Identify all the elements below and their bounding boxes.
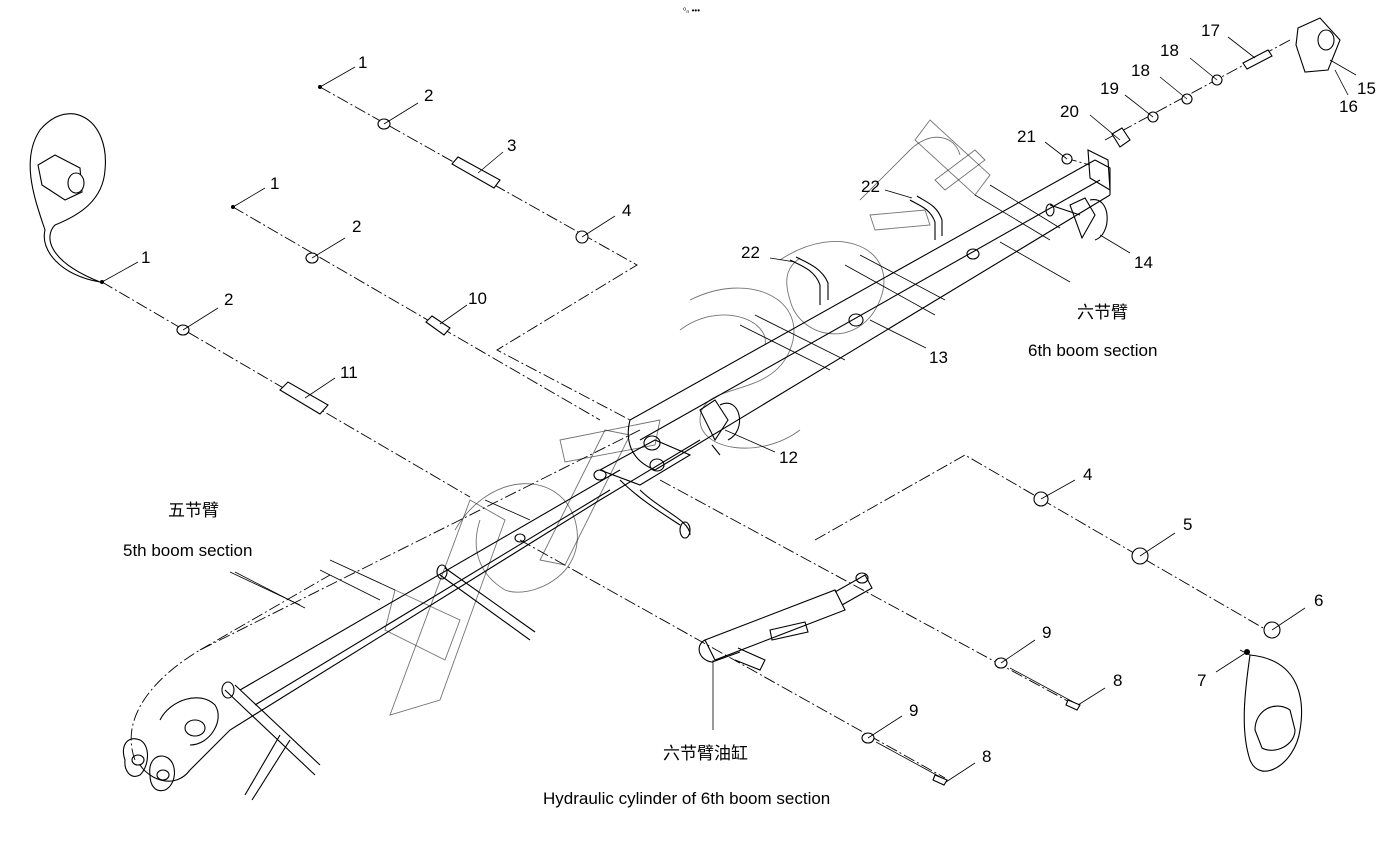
fifth-boom-section — [122, 429, 701, 801]
callout-17: 17 — [1201, 21, 1220, 40]
callout-1: 1 — [141, 248, 150, 267]
sixth-boom-label-cn: 六节臂 — [1077, 303, 1128, 323]
callout-9: 9 — [1042, 623, 1051, 642]
callout-12: 12 — [779, 448, 798, 467]
pin-3 — [451, 156, 501, 189]
callout-19: 19 — [1100, 79, 1119, 98]
callout-2: 2 — [352, 217, 361, 236]
callout-2: 2 — [424, 86, 433, 105]
callout-5: 5 — [1183, 515, 1192, 534]
callout-3: 3 — [507, 136, 516, 155]
pin-11 — [279, 381, 329, 415]
callout-18: 18 — [1131, 61, 1150, 80]
fifth-boom-label-en: 5th boom section — [123, 541, 252, 560]
top-mark: ⁰ₙ ••• — [683, 6, 700, 15]
parts — [29, 17, 1341, 786]
callout-4: 4 — [622, 201, 631, 220]
callout-15: 15 — [1357, 79, 1376, 98]
captions: 五节臂 5th boom section 六节臂 6th boom sectio… — [123, 303, 1157, 808]
callout-4: 4 — [1083, 465, 1092, 484]
cylinder-label-en: Hydraulic cylinder of 6th boom section — [543, 789, 830, 808]
sixth-boom-label-en: 6th boom section — [1028, 341, 1157, 360]
watermark — [384, 119, 991, 716]
callout-22: 22 — [741, 243, 760, 262]
callout-14: 14 — [1134, 253, 1153, 272]
callout-1: 1 — [358, 53, 367, 72]
pin-10 — [425, 315, 451, 336]
callout-6: 6 — [1314, 591, 1323, 610]
callout-11: 11 — [340, 363, 358, 382]
callout-2: 2 — [224, 290, 233, 309]
screw-8-a — [1009, 667, 1076, 704]
fifth-boom-label-cn: 五节臂 — [168, 501, 219, 521]
leader-lines — [101, 36, 1357, 783]
callout-8: 8 — [1113, 671, 1122, 690]
callout-8: 8 — [982, 747, 991, 766]
callout-7: 7 — [1197, 671, 1206, 690]
hydraulic-cylinder — [698, 572, 873, 671]
nut-20 — [1111, 127, 1131, 148]
detail-bubble-bearing — [1243, 654, 1303, 772]
callout-21: 21 — [1017, 127, 1036, 146]
callout-20: 20 — [1060, 102, 1079, 121]
callout-16: 16 — [1339, 97, 1358, 116]
callout-10: 10 — [468, 289, 487, 308]
cylinder-label-cn: 六节臂油缸 — [663, 743, 748, 764]
detail-bubble-nut — [29, 113, 106, 283]
callout-22: 22 — [861, 177, 880, 196]
bolt-17 — [1242, 49, 1273, 70]
callout-13: 13 — [929, 348, 948, 367]
screw-8-b — [875, 741, 943, 779]
callout-1: 1 — [270, 174, 279, 193]
callout-9: 9 — [909, 701, 918, 720]
callout-numbers: 1 2 3 4 1 2 10 1 2 11 22 22 21 20 19 18 … — [141, 21, 1376, 766]
callout-18: 18 — [1160, 41, 1179, 60]
bearing-detail — [1254, 705, 1296, 751]
sixth-boom-section — [627, 149, 1111, 472]
